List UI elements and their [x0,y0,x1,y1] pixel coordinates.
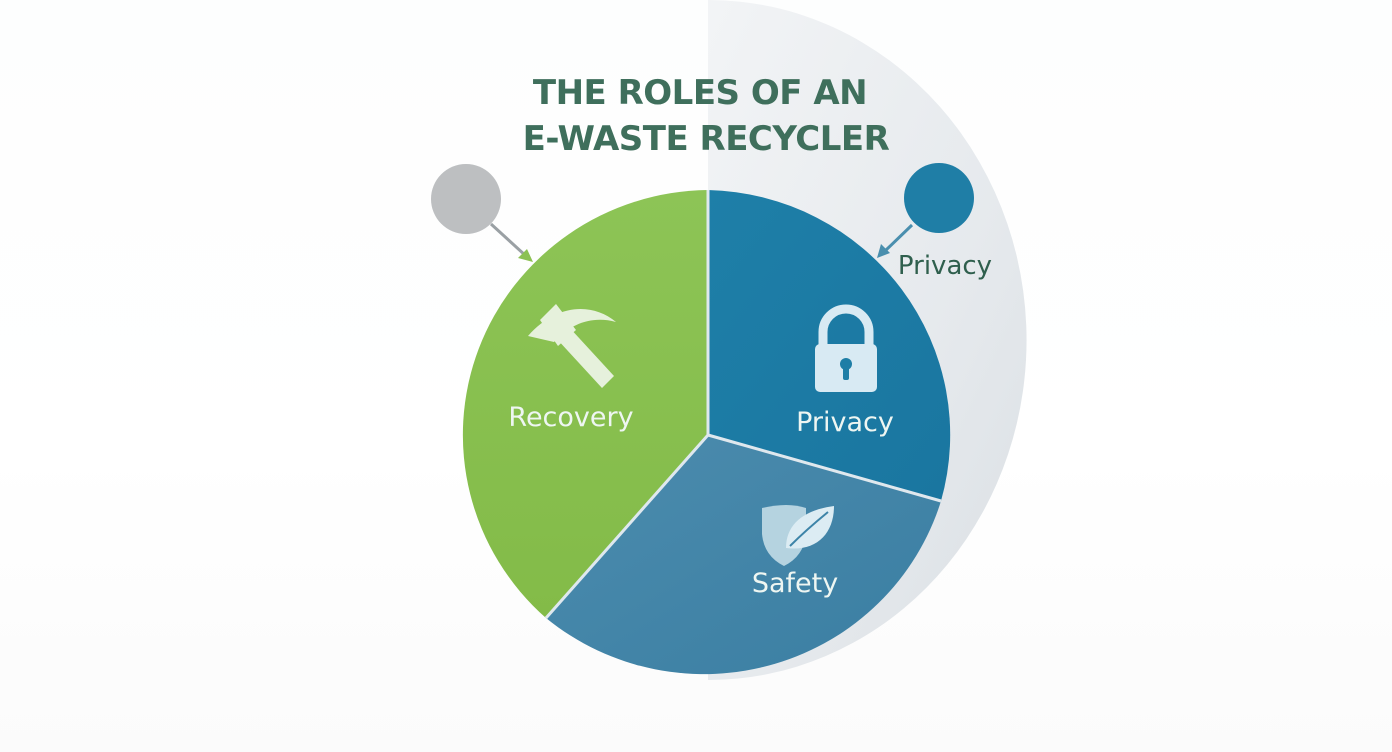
arrowhead-right-icon [877,244,890,258]
arrowhead-left-icon [518,249,533,262]
segment-label-recovery: Recovery [508,402,633,433]
title-line-1: THE ROLES OF AN [533,73,867,113]
pickaxe-icon [528,304,616,388]
segment-safety[interactable] [546,435,941,675]
callout-label-right: Privacy [898,251,992,281]
divider-left [544,434,710,619]
segment-recovery[interactable] [462,190,708,618]
divider-right [707,433,942,503]
padlock-icon [815,304,877,392]
callout-left [431,164,533,262]
segment-label-privacy: Privacy [796,407,894,438]
title-line-2: E-WASTE RECYCLER [523,119,890,159]
callout-arrow-left [489,222,528,258]
segment-label-safety: Safety [752,568,838,599]
callout-dot-right [904,163,974,233]
callout-right: Privacy [877,163,992,281]
callout-dot-left [431,164,501,234]
leaf-shield-icon [762,505,834,566]
callout-arrow-right [883,223,914,253]
